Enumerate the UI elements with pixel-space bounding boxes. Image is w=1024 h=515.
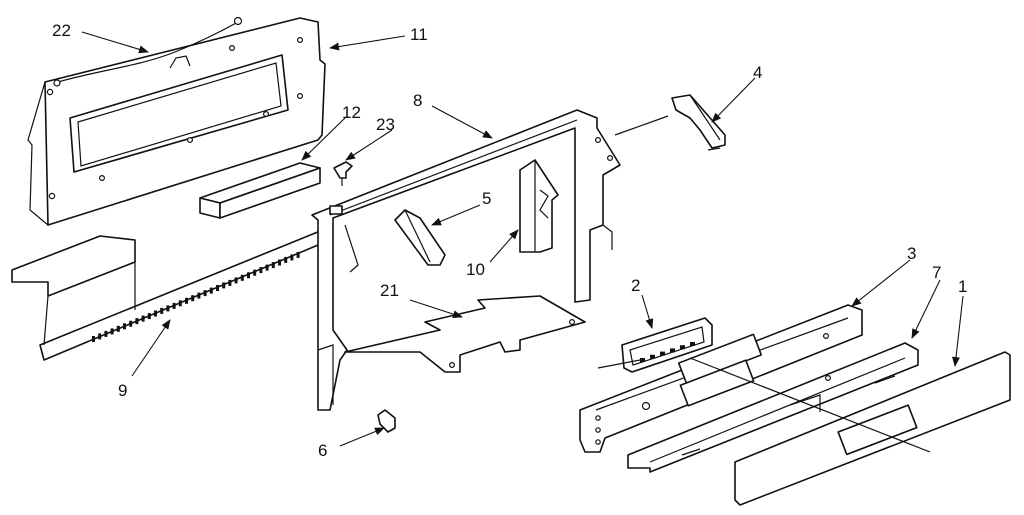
callout-2: 2 [631, 276, 640, 295]
vent-slots [92, 251, 300, 342]
part-2-control-module [621, 317, 713, 373]
module-key [670, 348, 675, 353]
vent-slot [222, 282, 226, 289]
vent-slot [271, 262, 275, 269]
vent-slot [154, 310, 157, 317]
part-21-deflector [344, 295, 586, 373]
part-5-bracket [394, 209, 446, 266]
module-keys [640, 342, 695, 362]
part-4-end-cap [671, 94, 726, 151]
module-key [660, 351, 665, 356]
vent-slot [209, 287, 213, 294]
vent-slot [240, 274, 244, 281]
vent-slot [228, 279, 232, 286]
vent-slot [135, 318, 139, 325]
vent-slot [141, 315, 145, 322]
vent-slot [253, 269, 257, 276]
callout-7: 7 [932, 263, 941, 282]
part-9-vent-trim [11, 226, 331, 361]
vent-slot [216, 285, 219, 291]
module-key [680, 345, 685, 350]
callout-10: 10 [466, 260, 485, 279]
vent-slot [166, 305, 170, 312]
vent-slot [247, 272, 250, 279]
vent-slot [129, 320, 133, 327]
vent-slot [265, 264, 269, 271]
vent-slot [123, 323, 126, 330]
vent-slot [203, 290, 207, 297]
part-11-rear-panel [27, 17, 326, 226]
vent-slot [191, 295, 195, 302]
callout-8: 8 [413, 91, 422, 110]
module-key [690, 342, 695, 346]
callout-22: 22 [52, 21, 71, 40]
part-1-front-overlay [734, 351, 1011, 506]
callout-21: 21 [380, 281, 399, 300]
vent-slot [104, 330, 108, 337]
part-23-clip [333, 161, 353, 186]
callout-11: 11 [410, 25, 428, 44]
callout-labels: 22 11 12 23 8 4 5 10 21 2 3 7 1 9 6 [52, 21, 967, 460]
module-key [650, 354, 655, 359]
vent-slot [178, 300, 182, 307]
part-8-control-frame [311, 109, 621, 411]
vent-slot [259, 267, 263, 274]
alignment-line [614, 115, 669, 136]
callout-5: 5 [482, 189, 491, 208]
callout-9: 9 [118, 381, 127, 400]
callout-leaders [81, 31, 964, 447]
vent-slot [185, 297, 188, 304]
part-12-baffle [199, 162, 321, 219]
vent-slot [197, 292, 201, 299]
vent-slot [98, 333, 102, 340]
part-6-clip [377, 409, 396, 433]
callout-6: 6 [318, 441, 327, 460]
vent-slot [284, 256, 288, 263]
callout-23: 23 [376, 115, 395, 134]
vent-slot [92, 336, 95, 342]
alignment-line [597, 359, 641, 369]
part-10-vertical-bracket [519, 159, 559, 253]
vent-slot [290, 254, 294, 261]
alignment-line [689, 357, 931, 453]
part-22-wire [53, 16, 243, 87]
vent-slot [296, 251, 300, 258]
vent-slot [278, 259, 281, 266]
vent-slot [110, 328, 114, 335]
callout-1: 1 [958, 277, 967, 296]
vent-slot [116, 325, 120, 332]
vent-slot [234, 277, 238, 284]
callout-12: 12 [342, 103, 361, 122]
module-key [640, 358, 645, 362]
part-7-trim-channel [627, 342, 919, 473]
callout-3: 3 [907, 244, 916, 263]
vent-slot [172, 302, 176, 309]
vent-slot [160, 307, 164, 314]
callout-4: 4 [753, 63, 762, 82]
vent-slot [147, 313, 151, 320]
